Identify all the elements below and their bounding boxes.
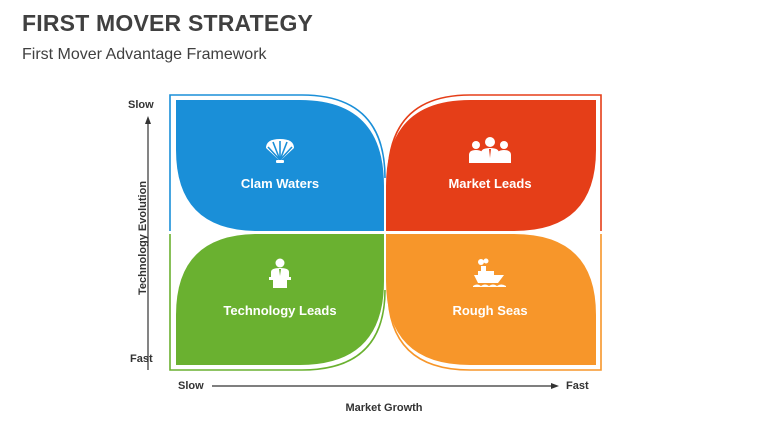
outline-bottom-left: [169, 234, 386, 371]
petals: [176, 100, 596, 365]
quadrant-rough-seas-label: Rough Seas: [452, 303, 528, 318]
y-axis-title: Technology Evolution: [137, 180, 149, 296]
quadrant-market-leads-label: Market Leads: [448, 176, 532, 191]
quadrant-clam-waters-shape: [176, 100, 384, 231]
x-axis-right-label: Fast: [566, 380, 589, 392]
page-subtitle: First Mover Advantage Framework: [22, 46, 267, 63]
quadrant-technology-leads-label: Technology Leads: [223, 303, 337, 318]
quadrant-clam-waters-label: Clam Waters: [240, 176, 320, 191]
y-axis-bottom-label: Fast: [130, 353, 153, 365]
team-icon: [467, 136, 513, 169]
axes: [145, 116, 559, 389]
presenter-icon: [266, 258, 294, 293]
shell-icon: [263, 136, 297, 169]
x-axis-title: Market Growth: [345, 402, 423, 414]
y-axis-top-label: Slow: [128, 99, 154, 111]
x-axis-arrow: [551, 383, 559, 389]
y-axis-arrow: [145, 116, 151, 124]
page-title: FIRST MOVER STRATEGY: [22, 10, 314, 36]
ship-icon: [472, 258, 508, 293]
x-axis-left-label: Slow: [178, 380, 204, 392]
quadrant-technology-leads-shape: [176, 234, 384, 365]
quadrant-market-leads-shape: [386, 100, 596, 231]
quadrant-rough-seas-shape: [386, 234, 596, 365]
outline-top-left: [169, 94, 386, 231]
